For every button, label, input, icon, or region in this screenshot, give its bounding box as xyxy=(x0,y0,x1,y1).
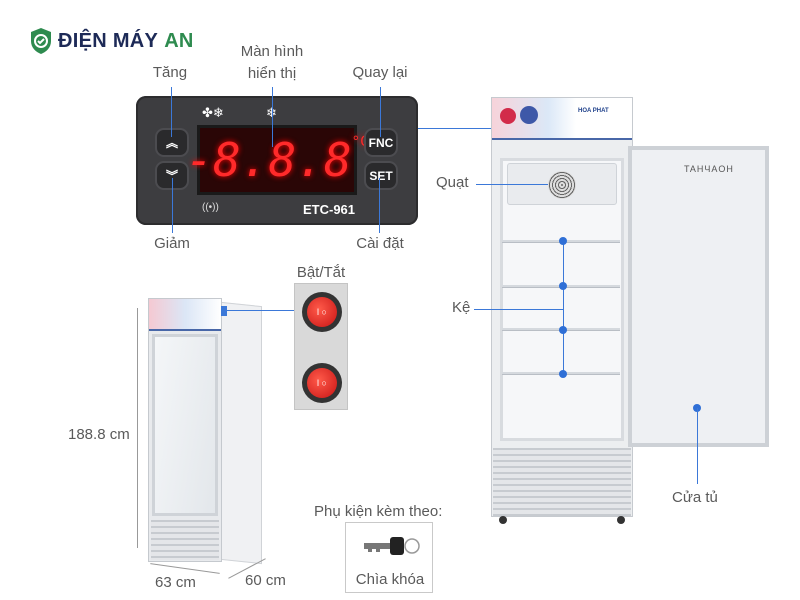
signal-icon: ((•)) xyxy=(202,202,219,213)
small-fridge-side xyxy=(221,301,262,565)
small-fridge-sticker xyxy=(149,299,221,331)
shield-check-icon xyxy=(31,28,51,54)
brand-name: ĐIỆN MÁY xyxy=(58,29,159,52)
led-display: -8.8.8 °C xyxy=(185,125,369,195)
accessories-title: Phụ kiện kèm theo: xyxy=(314,503,443,520)
width-dimension: 63 cm xyxy=(155,574,196,591)
model-number: ETC-961 xyxy=(303,202,356,217)
switch-location xyxy=(221,306,227,316)
brand-accent: AN xyxy=(164,29,194,52)
shelf-marker xyxy=(559,237,567,245)
label-decrease: Giảm xyxy=(154,235,190,252)
power-switch-off[interactable]: l ○ xyxy=(302,363,342,403)
wheel xyxy=(617,516,625,524)
fridge-top-sticker: HOA PHAT xyxy=(492,98,632,140)
fnc-button[interactable]: FNC xyxy=(364,128,398,157)
temperature-controller: ✤❄ ❄ ((•)) ETC-961 xyxy=(136,96,418,225)
set-button[interactable]: SET xyxy=(364,161,398,190)
leader-line xyxy=(697,408,698,484)
wheel xyxy=(499,516,507,524)
label-increase: Tăng xyxy=(152,64,188,81)
leader-line xyxy=(227,310,294,311)
label-shelf: Kệ xyxy=(452,299,471,316)
shelf-marker xyxy=(559,370,567,378)
brand-logo: ĐIỆN MÁY AN xyxy=(30,27,194,55)
leader-line xyxy=(563,241,564,374)
leader-line xyxy=(171,87,172,137)
shelf-marker xyxy=(559,282,567,290)
small-fridge-grille xyxy=(151,520,219,560)
blueberry-icon xyxy=(520,106,538,124)
accessory-box: Chìa khóa xyxy=(345,522,433,593)
display-value: -8.8.8 xyxy=(185,133,352,187)
fan-snowflake-icon: ✤❄ xyxy=(202,105,224,120)
snowflake-icon: ❄ xyxy=(266,105,277,121)
leader-line xyxy=(272,87,273,147)
leader-line xyxy=(476,184,548,185)
fridge-door-open: TAHЧAOH xyxy=(628,146,769,447)
depth-dimension: 60 cm xyxy=(245,572,286,589)
label-display-1: Màn hình xyxy=(240,43,304,60)
key-icon xyxy=(364,537,420,555)
power-switch-panel: l ○ l ○ xyxy=(294,283,348,410)
height-dimension: 188.8 cm xyxy=(68,426,130,443)
accessory-key-label: Chìa khóa xyxy=(355,571,425,588)
width-dimension-line xyxy=(150,563,220,574)
fridge-interior xyxy=(500,158,624,441)
leader-line xyxy=(380,87,381,137)
label-back: Quay lại xyxy=(352,64,408,81)
leader-line xyxy=(418,128,492,129)
small-fridge-glass-door xyxy=(152,334,218,516)
label-display-2: hiển thị xyxy=(247,65,297,82)
label-power-switch: Bật/Tắt xyxy=(296,264,346,281)
label-settings: Cài đặt xyxy=(356,235,404,252)
power-switch-on[interactable]: l ○ xyxy=(302,292,342,332)
label-fan: Quạt xyxy=(436,174,469,191)
height-dimension-line xyxy=(137,308,138,548)
leader-line xyxy=(474,309,563,310)
sticker-brand: HOA PHAT xyxy=(578,108,609,114)
fridge-base-grille xyxy=(493,448,631,516)
berry-icon xyxy=(500,108,516,124)
label-door: Cửa tủ xyxy=(672,489,718,506)
leader-line xyxy=(172,178,173,233)
increase-button[interactable]: ︽ xyxy=(155,128,189,157)
leader-line xyxy=(379,178,380,233)
fan-icon xyxy=(548,171,576,199)
door-logo: TAHЧAOH xyxy=(684,164,734,174)
shelf-marker xyxy=(559,326,567,334)
